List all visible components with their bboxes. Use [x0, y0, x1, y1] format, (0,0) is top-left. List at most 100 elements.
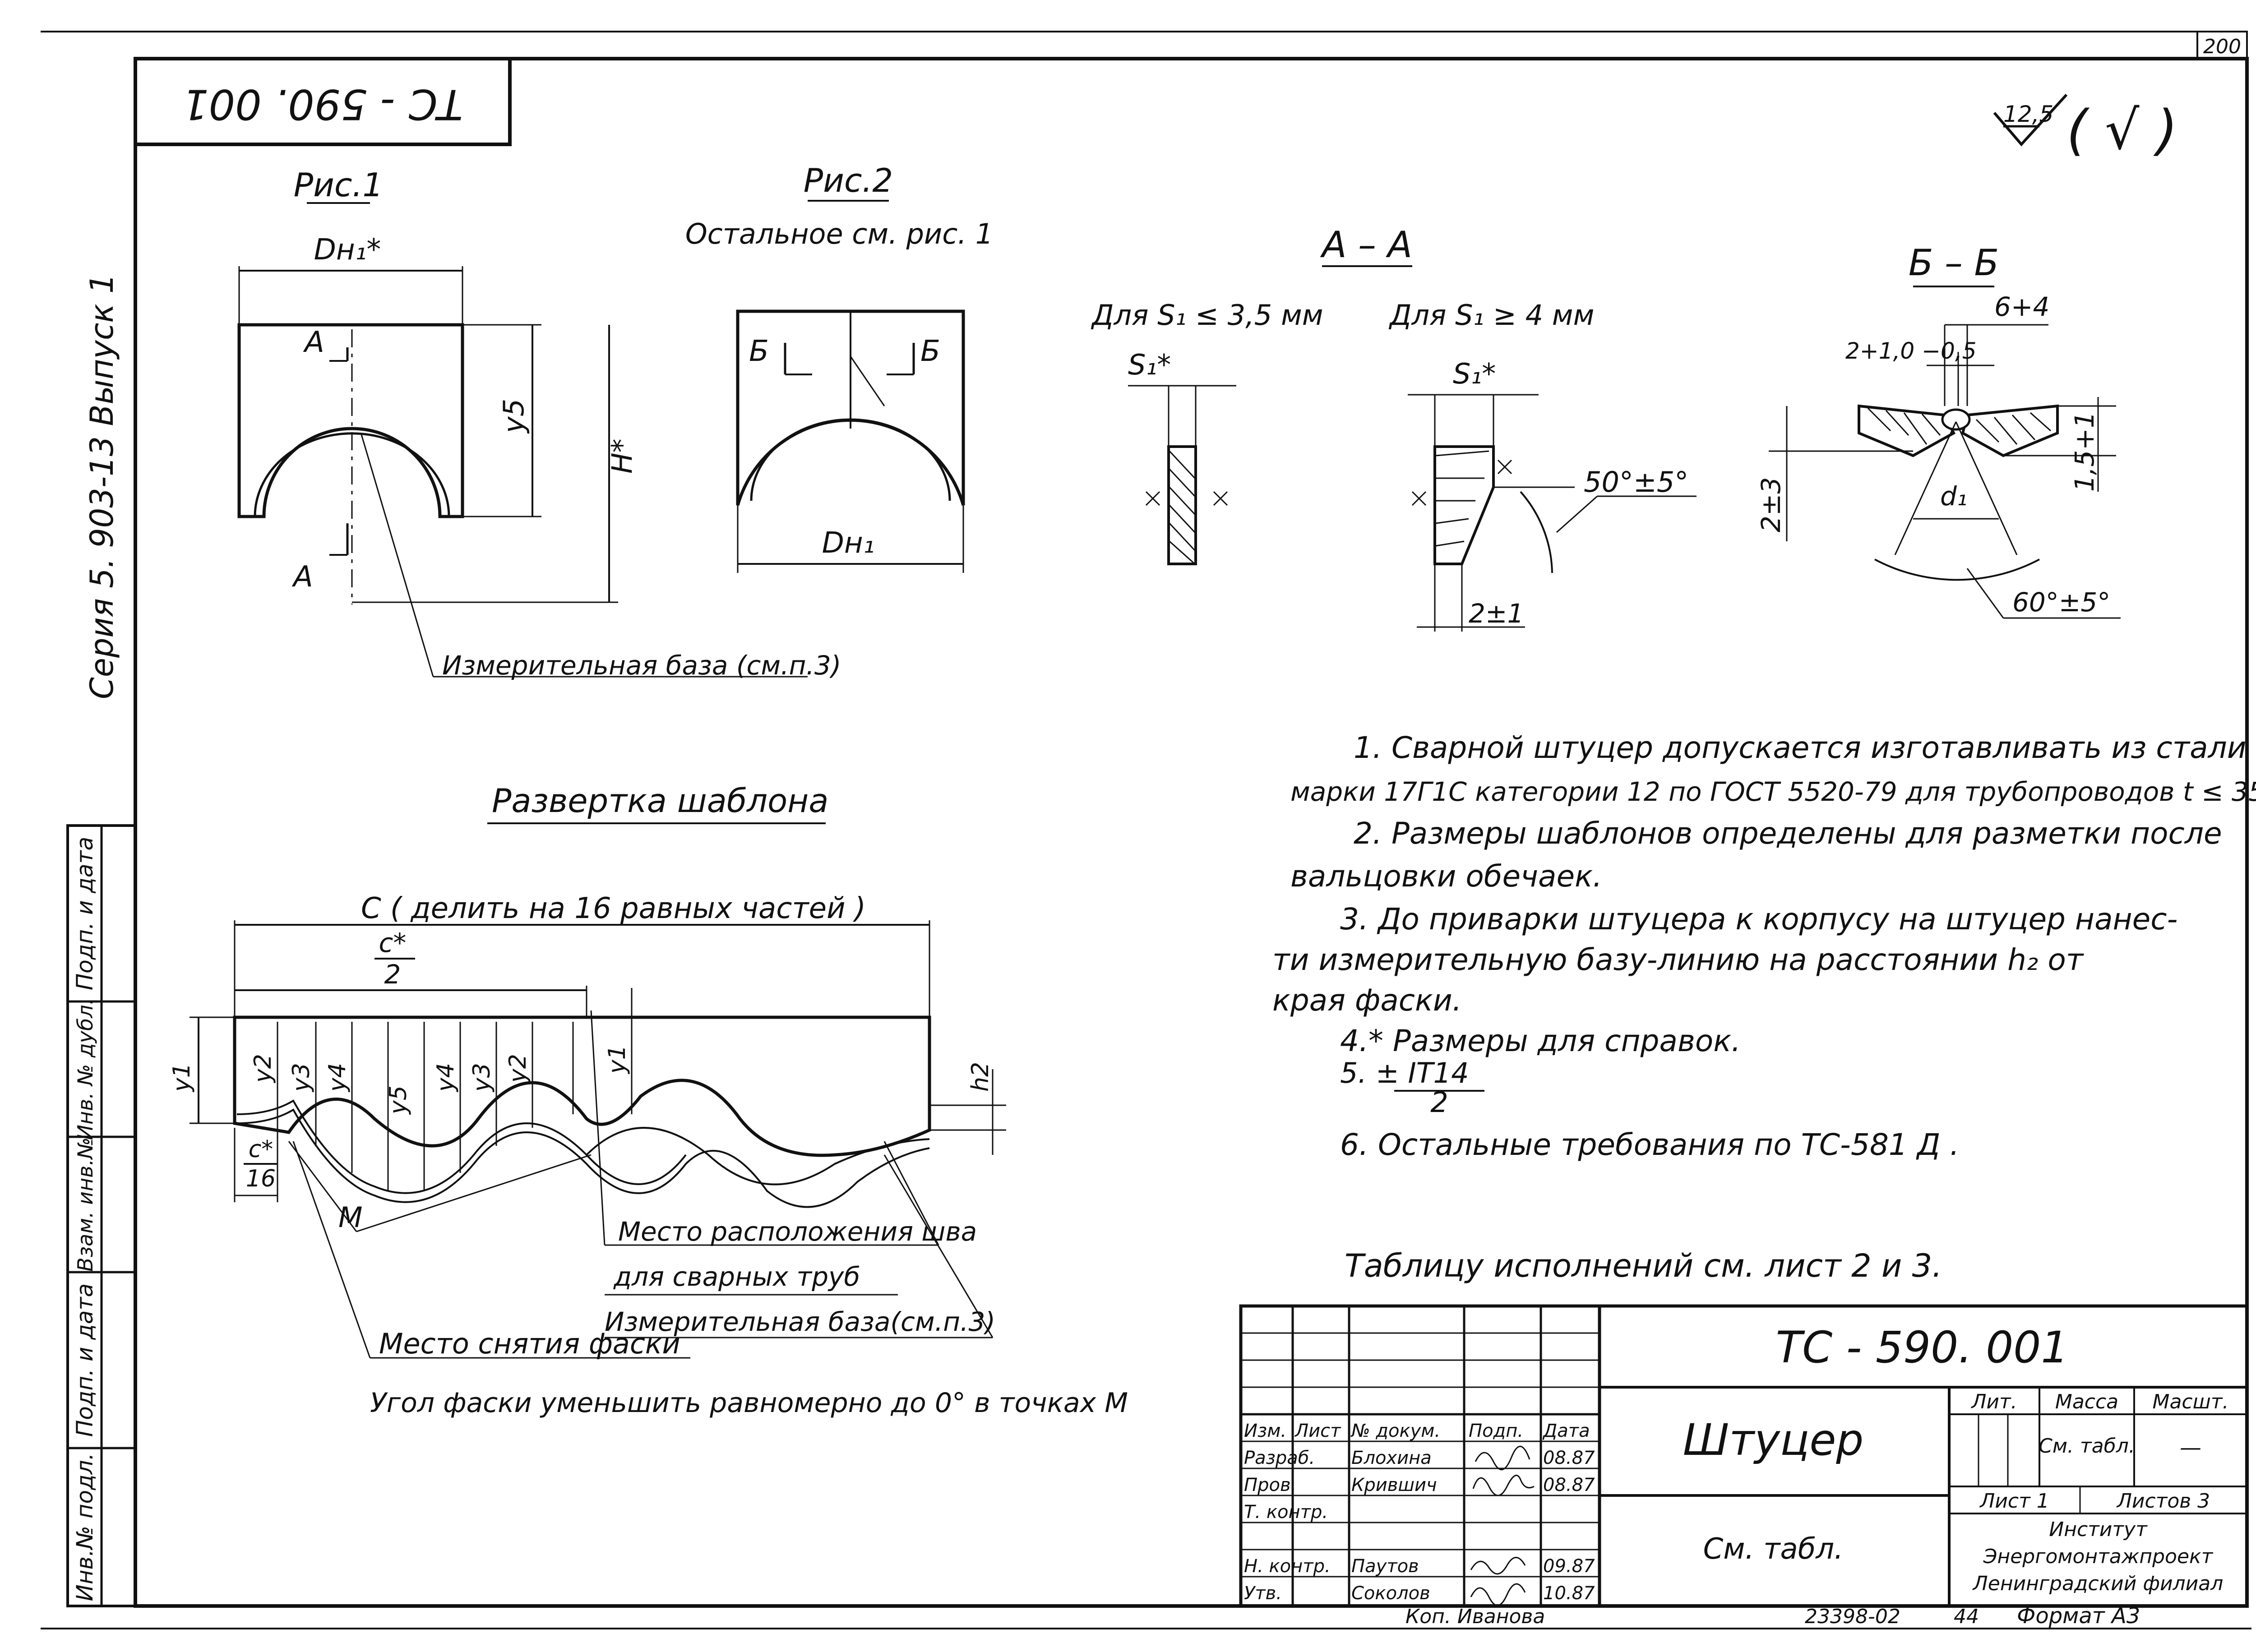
template-bevel: Место снятия фаски — [379, 1327, 680, 1360]
tb-row6-signature — [1470, 1583, 1526, 1606]
template-title: Развертка шаблона — [492, 782, 828, 820]
fig1: Рис.1 Dн₁* А А y5 H* Измерительная база … — [237, 166, 841, 681]
tb-row1-name: Блохина — [1351, 1448, 1432, 1468]
section-bb-title: Б – Б — [1909, 242, 1999, 284]
page-number: 200 — [2203, 35, 2241, 58]
tb-sheets: Листов 3 — [2116, 1490, 2210, 1513]
tb-row2-role: Пров. — [1244, 1475, 1296, 1495]
tb-col-sign: Подп. — [1469, 1421, 1523, 1441]
section-aa-case2: Для S₁ ≥ 4 мм — [1388, 299, 1594, 332]
section-aa-s1-b: S₁* — [1453, 357, 1496, 390]
section-bb-d1: d₁ — [1940, 481, 1967, 512]
tb-org-1: Институт — [2049, 1518, 2148, 1541]
roughness-symbol: 12,5 ( √ ) — [1993, 93, 2177, 162]
fig1-base: Измерительная база (см.п.3) — [442, 650, 841, 681]
tb-col-doc: № докум. — [1350, 1421, 1440, 1441]
tb-row6-role: Утв. — [1244, 1583, 1282, 1604]
footer-format: Формат А3 — [2017, 1603, 2140, 1629]
note-line-8: 4.* Размеры для справок. — [1340, 1024, 1741, 1058]
fig1-title: Рис.1 — [294, 166, 384, 204]
section-bb: Б – Б 6+4 2+1,0 −0,5 d₁ 2±3 1,5+1 60°±5° — [1756, 242, 2121, 619]
tb-lit: Лит. — [1970, 1390, 2017, 1413]
side-stamp-3: Взам. инв.№ — [73, 1137, 97, 1272]
side-stamp-2: Инв. № дубл. — [73, 998, 97, 1140]
tb-row5-name: Паутов — [1351, 1556, 1419, 1577]
template-ordinate-4: y4 — [324, 1063, 351, 1093]
top-stamp: ТС - 590. 001 — [134, 57, 512, 146]
tb-org-2: Энергомонтажпроект — [1983, 1545, 2214, 1568]
template-c2: c* — [379, 928, 407, 958]
section-aa-s1-a: S₁* — [1128, 348, 1171, 381]
template-bevel-note: Угол фаски уменьшить равномерно до 0° в … — [370, 1387, 1128, 1419]
fig2-subtitle: Остальное см. рис. 1 — [685, 217, 993, 250]
tb-col-date: Дата — [1542, 1421, 1590, 1441]
template-c16: c* — [249, 1136, 273, 1163]
side-stamp: Подп. и дата Инв. № дубл. Взам. инв.№ По… — [66, 824, 137, 1607]
tb-org-3: Ленинградский филиал — [1972, 1572, 2224, 1595]
fig2-section-b-left: Б — [749, 335, 769, 368]
template-ordinate-9: y1 — [604, 1045, 631, 1075]
section-bb-dim-left: 2±3 — [1756, 477, 1786, 532]
tb-row2-name: Крившич — [1351, 1475, 1437, 1495]
template-m: М — [338, 1201, 363, 1234]
note-line-10: 6. Остальные требования по ТС-581 Д . — [1340, 1127, 1959, 1162]
roughness-value: 12,5 — [2003, 101, 2053, 127]
tb-col-list: Лист — [1294, 1421, 1341, 1441]
series-label: Серия 5. 903-13 Выпуск 1 — [83, 274, 120, 700]
section-aa-angle: 50°±5° — [1584, 466, 1688, 498]
tb-row1-role: Разраб. — [1244, 1448, 1315, 1468]
footer-copied: Коп. Иванова — [1405, 1605, 1545, 1628]
tb-row6-name: Соколов — [1351, 1583, 1430, 1604]
section-aa-case1: Для S₁ ≤ 3,5 мм — [1091, 299, 1323, 332]
section-bb-dim-gap: 2+1,0 −0,5 — [1845, 338, 1977, 364]
tb-col-izm: Изм. — [1244, 1421, 1286, 1441]
table-reference: Таблицу исполнений см. лист 2 и 3. — [1345, 1247, 1942, 1284]
template-ordinate-7: y3 — [468, 1063, 495, 1093]
template-ordinate-5: y5 — [385, 1085, 412, 1115]
template-ordinate-1: y1 — [168, 1063, 195, 1093]
tb-designation: ТС - 590. 001 — [1776, 1322, 2069, 1373]
tb-row6-date: 10.87 — [1543, 1583, 1595, 1604]
note-line-9: 5. ± IT14 — [1340, 1057, 1469, 1089]
side-stamp-5: Инв.№ подл. — [72, 1453, 98, 1601]
tb-row1-date: 08.87 — [1543, 1448, 1595, 1468]
side-stamp-4: Подп. и дата — [72, 1283, 98, 1437]
tb-row1-signature — [1475, 1445, 1530, 1471]
template-ordinate-3: y3 — [288, 1063, 315, 1093]
note-line-9-den: 2 — [1430, 1086, 1448, 1119]
fig2-dn: Dн₁ — [822, 526, 875, 560]
footer-num2: 44 — [1954, 1605, 1979, 1628]
notes: 1. Сварной штуцер допускается изготавлив… — [1272, 730, 2256, 1162]
tb-row2-signature — [1472, 1474, 1535, 1496]
note-line-6: ти измерительную базу-линию на расстояни… — [1272, 942, 2085, 977]
side-stamp-1: Подп. и дата — [72, 837, 98, 991]
template-c-label: С ( делить на 16 равных частей ) — [361, 892, 866, 925]
title-block: ТС - 590. 001 Штуцер См. табл. Изм. Лист… — [1239, 1304, 2249, 1608]
template-seam2: для сварных труб — [613, 1261, 860, 1292]
template-ordinate-8: y2 — [504, 1054, 532, 1084]
template-c16-den: 16 — [246, 1165, 276, 1192]
section-aa-title: А – А — [1320, 224, 1412, 266]
note-line-7: края фаски. — [1272, 983, 1462, 1018]
template-base: Измерительная база(см.п.3) — [605, 1306, 995, 1337]
template-c2-den: 2 — [384, 959, 401, 990]
tb-material: См. табл. — [1703, 1532, 1844, 1566]
fig2: Рис.2 Остальное см. рис. 1 Б Б Dн₁ — [685, 162, 993, 573]
fig2-section-b-right: Б — [920, 335, 940, 368]
tb-name: Штуцер — [1683, 1415, 1864, 1465]
fig2-title: Рис.2 — [804, 162, 893, 199]
fig1-section-a-bottom: А — [291, 560, 313, 594]
template-ordinate-6: y4 — [432, 1063, 459, 1093]
template-h2: h2 — [967, 1062, 994, 1092]
footer-number: 23398-02 — [1805, 1605, 1900, 1628]
top-stamp-text: ТС - 590. 001 — [182, 80, 463, 129]
section-bb-dim-right: 1,5+1 — [2069, 411, 2100, 492]
roughness-bracket: ( √ ) — [2066, 99, 2177, 162]
section-aa: А – А Для S₁ ≤ 3,5 мм Для S₁ ≥ 4 мм S₁* … — [1091, 224, 1697, 632]
fig1-section-a-top: А — [303, 326, 324, 359]
template-seam1: Место расположения шва — [618, 1216, 977, 1247]
section-bb-angle: 60°±5° — [2012, 587, 2110, 618]
note-line-3: 2. Размеры шаблонов определены для разме… — [1354, 816, 2222, 851]
fig1-h: H* — [606, 438, 638, 474]
tb-row2-date: 08.87 — [1543, 1475, 1595, 1495]
